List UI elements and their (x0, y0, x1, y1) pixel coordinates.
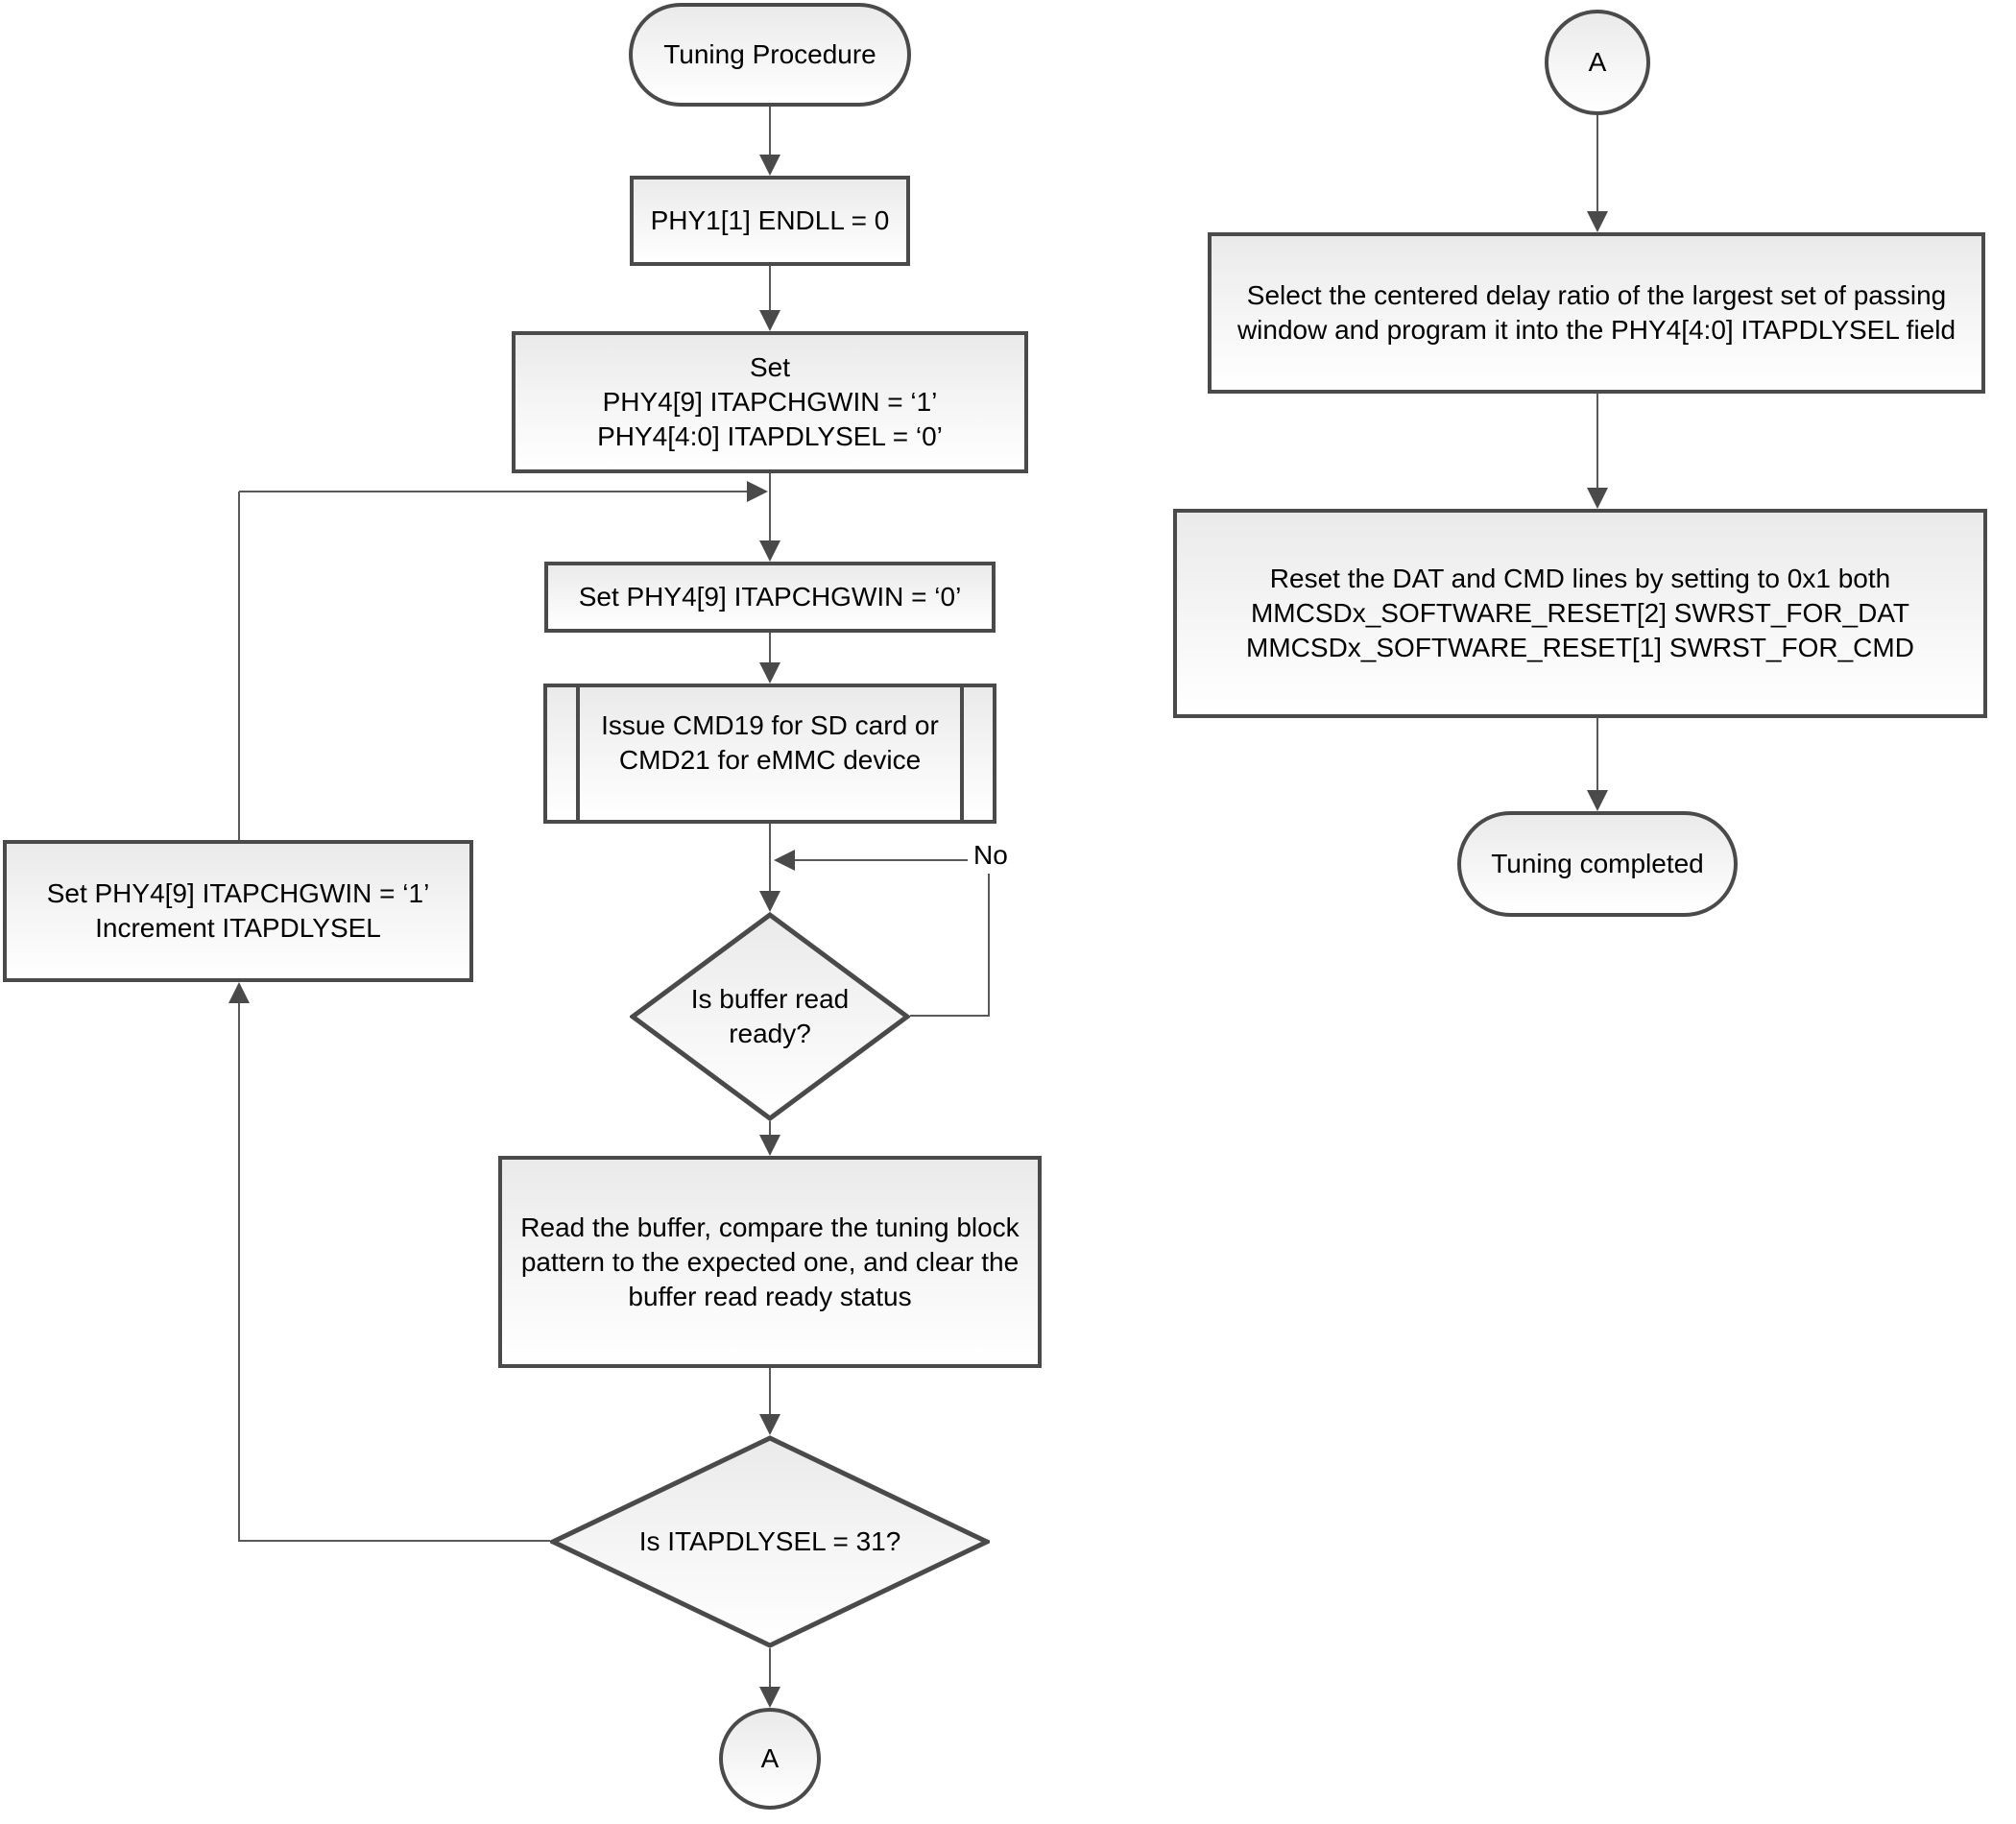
predefined-right-bar (960, 687, 964, 820)
connector-cmd-to-bufferdecision (769, 824, 771, 893)
process-line: buffer read ready status (628, 1281, 912, 1311)
arrowhead-right-icon (747, 481, 768, 502)
connector-endll-to-setwin (769, 266, 771, 312)
no-branch-label: No (968, 837, 1014, 874)
arrowhead-down-icon (759, 662, 780, 684)
process-line: PHY4[4:0] ITAPDLYSEL = ‘0’ (597, 421, 943, 451)
connector-no-loop-top (795, 859, 990, 861)
offpage-connector-a-bottom: A (719, 1708, 821, 1810)
predefined-line: Issue CMD19 for SD card or (601, 710, 939, 740)
end-terminal: Tuning completed (1457, 811, 1738, 917)
process-line: Increment ITAPDLYSEL (95, 913, 381, 943)
connector-loop-merge-horizontal (239, 491, 747, 492)
connector-itapdecision-to-a (769, 1648, 771, 1689)
arrowhead-left-icon (774, 850, 795, 871)
arrowhead-down-icon (759, 540, 780, 562)
process-set-itapchgwin-1: Set PHY4[9] ITAPCHGWIN = ‘1’ PHY4[4:0] I… (512, 331, 1028, 473)
arrowhead-down-icon (759, 155, 780, 176)
process-line: pattern to the expected one, and clear t… (520, 1246, 1020, 1277)
process-line: MMCSDx_SOFTWARE_RESET[1] SWRST_FOR_CMD (1246, 633, 1914, 662)
diamond-shape (550, 1435, 990, 1648)
connector-increment-to-merge-vertical (238, 492, 240, 840)
decision-itapdlysel-text: Is ITAPDLYSEL = 31? (550, 1435, 990, 1648)
process-reset-dat-cmd: Reset the DAT and CMD lines by setting t… (1173, 509, 1987, 718)
arrowhead-up-icon (228, 982, 250, 1003)
predefined-line: CMD21 for eMMC device (618, 745, 922, 775)
decision-itapdlysel-31: Is ITAPDLYSEL = 31? (550, 1435, 990, 1648)
process-line: Set (749, 352, 791, 382)
start-terminal: Tuning Procedure (629, 3, 911, 107)
process-set-itapchgwin-0: Set PHY4[9] ITAPCHGWIN = ‘0’ (544, 562, 996, 633)
process-set-endll: PHY1[1] ENDLL = 0 (630, 176, 910, 266)
process-line: Set PHY4[9] ITAPCHGWIN = ‘1’ (46, 878, 430, 908)
process-line: PHY4[9] ITAPCHGWIN = ‘1’ (602, 387, 938, 417)
process-select-delay-ratio: Select the centered delay ratio of the l… (1208, 232, 1985, 394)
process-set-itapchgwin-0-label: Set PHY4[9] ITAPCHGWIN = ‘0’ (578, 582, 962, 612)
arrowhead-down-icon (759, 1687, 780, 1708)
arrowhead-down-icon (759, 891, 780, 912)
decision-buffer-text: Is buffer read ready? (630, 912, 910, 1121)
predefined-issue-cmd: Issue CMD19 for SD card or CMD21 for eMM… (543, 684, 996, 824)
process-line: window and program it into the PHY4[4:0]… (1236, 315, 1956, 345)
connector-a-to-select (1596, 115, 1598, 211)
arrowhead-down-icon (1587, 790, 1608, 811)
end-terminal-label: Tuning completed (1491, 849, 1704, 878)
decision-line: ready? (729, 1019, 811, 1048)
diamond-shape (630, 912, 910, 1121)
start-terminal-label: Tuning Procedure (663, 39, 876, 69)
arrowhead-down-icon (759, 1414, 780, 1435)
connector-itapdecision-to-increment-horizontal (239, 1540, 550, 1542)
decision-line: Is ITAPDLYSEL = 31? (638, 1526, 901, 1556)
decision-line: Is buffer read (690, 984, 850, 1014)
process-read-buffer: Read the buffer, compare the tuning bloc… (498, 1156, 1042, 1368)
connector-start-to-endll (769, 107, 771, 156)
offpage-connector-a-top: A (1545, 10, 1650, 115)
connector-no-loop-vertical (988, 860, 990, 1015)
connector-select-to-reset (1596, 394, 1598, 488)
connector-read-to-itapdecision (769, 1368, 771, 1414)
arrowhead-down-icon (759, 310, 780, 331)
connector-itapdecision-to-increment-vertical (238, 1003, 240, 1542)
predefined-left-bar (576, 687, 580, 820)
process-set-endll-label: PHY1[1] ENDLL = 0 (650, 205, 890, 235)
process-line: Reset the DAT and CMD lines by setting t… (1269, 564, 1891, 593)
connector-a-label: A (760, 1743, 780, 1773)
process-line: Select the centered delay ratio of the l… (1246, 280, 1947, 310)
connector-bufferdecision-to-read (769, 1121, 771, 1137)
connector-a-label: A (1588, 47, 1607, 77)
process-increment-itapdlysel: Set PHY4[9] ITAPCHGWIN = ‘1’ Increment I… (3, 840, 473, 982)
arrowhead-down-icon (1587, 488, 1608, 509)
connector-no-loop-bottom (910, 1015, 990, 1017)
decision-buffer-read-ready: Is buffer read ready? (630, 912, 910, 1121)
process-line: MMCSDx_SOFTWARE_RESET[2] SWRST_FOR_DAT (1250, 598, 1910, 628)
connector-reset-to-end (1596, 718, 1598, 790)
connector-clearwin-to-cmd (769, 633, 771, 664)
process-line: Read the buffer, compare the tuning bloc… (520, 1212, 1020, 1242)
connector-setwin-to-clearwin (769, 473, 771, 542)
arrowhead-down-icon (1587, 211, 1608, 232)
arrowhead-down-icon (759, 1135, 780, 1156)
